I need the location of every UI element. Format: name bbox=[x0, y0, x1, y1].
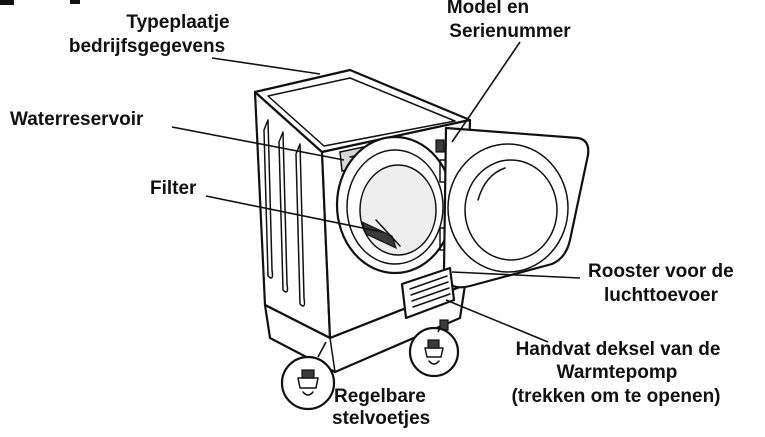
label-handvat-line1: Handvat deksel van de bbox=[516, 339, 721, 360]
line-filter bbox=[205, 195, 383, 233]
door-opening-inner bbox=[346, 149, 444, 265]
foot-left-pointer bbox=[317, 341, 327, 358]
top-inner-edge bbox=[267, 77, 456, 147]
label-model-line1: Model en bbox=[447, 0, 529, 18]
label-waterreservoir: Waterreservoir bbox=[10, 109, 144, 130]
line-typeplaatje bbox=[211, 57, 321, 75]
air-intake-grille[interactable] bbox=[400, 266, 456, 320]
label-typeplaatje-line1: Typeplaatje bbox=[126, 12, 229, 33]
label-handvat-line2: Warmtepomp bbox=[557, 362, 678, 383]
dryer-illustration bbox=[253, 68, 590, 383]
label-rooster-line2: luchttoevoer bbox=[604, 285, 719, 306]
label-filter: Filter bbox=[150, 178, 197, 199]
filter-handle bbox=[375, 219, 401, 247]
label-regelbare-line1: Regelbare bbox=[334, 386, 426, 407]
foot-right-pointer bbox=[437, 327, 441, 333]
drum-interior bbox=[359, 164, 437, 256]
cropped-heading-fragment-2 bbox=[70, 0, 80, 4]
door-glass-outer bbox=[447, 143, 569, 273]
label-model-line2: Serienummer bbox=[449, 21, 571, 42]
line-rooster bbox=[451, 271, 581, 279]
side-rib-2 bbox=[278, 131, 289, 293]
plinth-edge bbox=[329, 337, 336, 373]
line-handvat bbox=[445, 299, 549, 343]
foot-detail-right bbox=[408, 326, 460, 378]
door-glass-inner bbox=[464, 159, 558, 261]
cropped-heading-fragment bbox=[0, 0, 14, 5]
side-rib-3 bbox=[295, 143, 306, 307]
foot-detail-left bbox=[280, 341, 336, 411]
line-model bbox=[451, 41, 521, 143]
line-waterreservoir bbox=[171, 126, 345, 161]
labels: Typeplaatje bedrijfsgegevens Model en Se… bbox=[10, 0, 734, 429]
label-typeplaatje-line2: bedrijfsgegevens bbox=[69, 36, 225, 57]
label-rooster-line1: Rooster voor de bbox=[588, 261, 734, 282]
callout-lines bbox=[171, 41, 581, 343]
model-serial-plate bbox=[435, 139, 445, 153]
label-handvat-line3: (trekken om te openen) bbox=[511, 386, 720, 407]
label-regelbare-line2: stelvoetjes bbox=[332, 408, 430, 429]
side-rib-1 bbox=[263, 119, 274, 279]
door-glass-highlight bbox=[477, 167, 506, 201]
